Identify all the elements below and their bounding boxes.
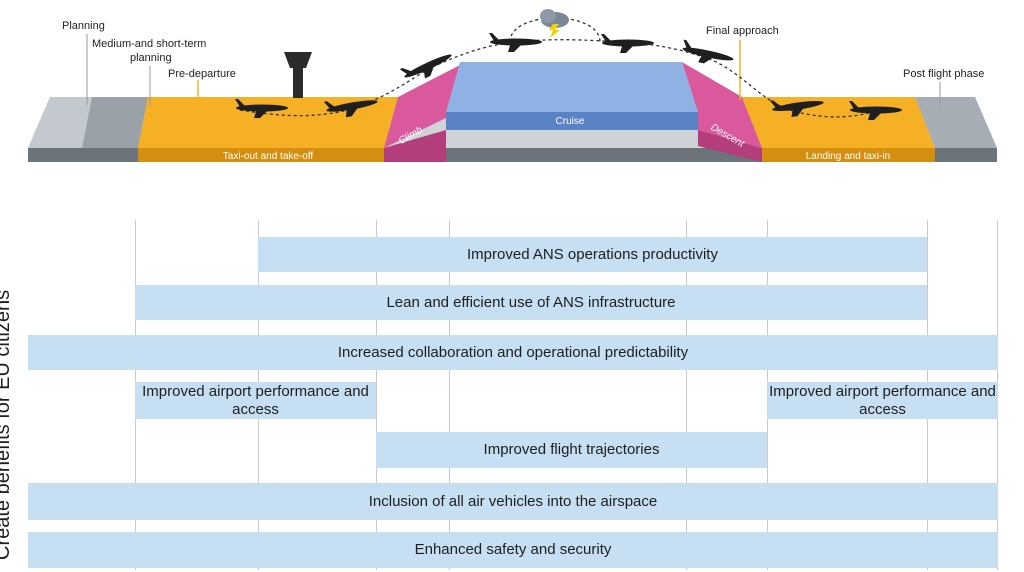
medium-term-segment [82, 97, 148, 148]
annotation-final-approach: Final approach [706, 25, 779, 38]
flight-phase-illustration: Taxi-out and take-off Climb Cruise Desce… [0, 0, 1024, 175]
phase-label-landing: Landing and taxi-in [769, 175, 918, 219]
aircraft-icon [489, 33, 542, 52]
benefit-collaboration: Increased collaboration and operational … [28, 335, 998, 370]
phase-label-planning: ... Planning [28, 175, 123, 219]
benefits-grid: Improved ANS operations productivity Lea… [28, 220, 998, 570]
aircraft-icon [601, 34, 654, 53]
phase-label-taxi-out: Taxi-out and take-off [260, 175, 366, 219]
ribbon-taxi-out-label: Taxi-out and take-off [223, 151, 314, 162]
annotation-medium-short: Medium-and short-term [92, 38, 206, 51]
benefit-productivity: Improved ANS operations productivity [258, 237, 927, 272]
phase-label-climb: Climb [378, 175, 439, 219]
phase-label-cruise: Cruise [451, 175, 676, 219]
benefit-airport-right: Improved airport performance and access [767, 382, 998, 419]
benefit-air-vehicles: Inclusion of all air vehicles into the a… [28, 483, 998, 520]
ribbon-landing-label: Landing and taxi-in [806, 151, 891, 162]
side-label: Create benefits for EU citizens [0, 220, 16, 560]
annotation-pre-departure: Pre-departure [168, 68, 236, 81]
landing-segment [742, 97, 935, 148]
phase-label-post-flight: Post flight... [930, 175, 1006, 219]
annotation-post-flight: Post flight phase [903, 68, 984, 81]
phase-label-descent: Descent [688, 175, 757, 219]
storm-cloud-icon [540, 9, 569, 38]
planning-segment [28, 97, 92, 148]
phase-label-pre-departure: Pre- departure [137, 175, 248, 219]
benefit-trajectories: Improved flight trajectories [376, 432, 767, 468]
annotation-medium-short-2: planning [130, 52, 172, 65]
benefit-infrastructure: Lean and efficient use of ANS infrastruc… [135, 285, 927, 320]
control-tower-icon [284, 52, 312, 98]
annotation-planning: Planning [62, 20, 105, 33]
benefit-airport-left: Improved airport performance and access [135, 382, 376, 419]
ribbon-cruise-label: Cruise [556, 116, 585, 127]
benefit-safety: Enhanced safety and security [28, 532, 998, 568]
aircraft-icon [680, 40, 736, 70]
cruise-plateau [446, 62, 698, 112]
